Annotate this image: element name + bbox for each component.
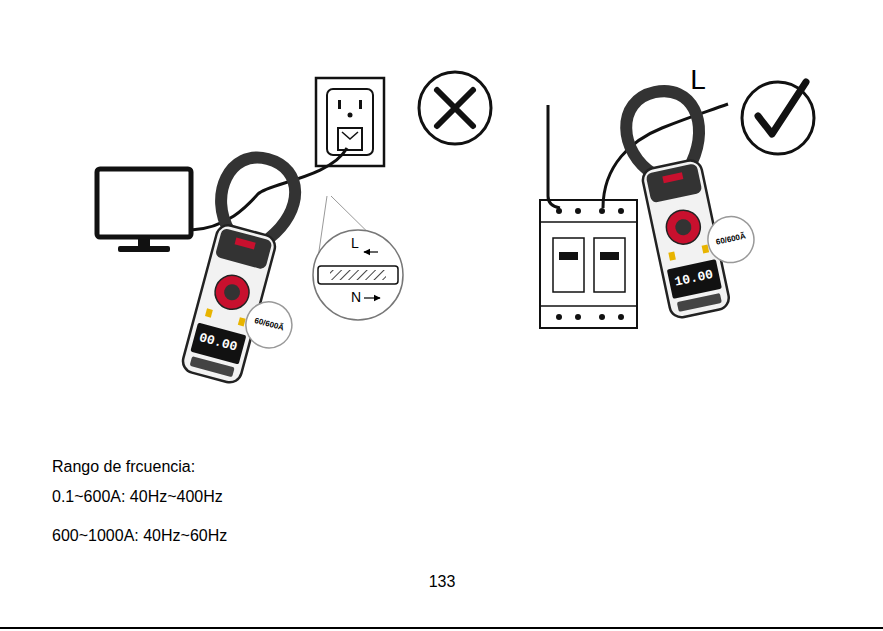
clamp-meter bbox=[174, 150, 332, 395]
rotary-knob bbox=[211, 271, 253, 313]
wire-label: L bbox=[350, 236, 360, 251]
knob-center bbox=[222, 282, 242, 302]
brand-plate bbox=[662, 172, 683, 183]
button bbox=[238, 317, 246, 326]
cable-inset bbox=[313, 230, 403, 320]
monitor bbox=[97, 169, 191, 252]
knob-callout bbox=[241, 297, 297, 353]
neutral-wire bbox=[548, 105, 560, 208]
button bbox=[668, 252, 676, 261]
wire-label: L bbox=[690, 65, 706, 96]
correct-mark bbox=[742, 82, 814, 154]
lcd-display bbox=[667, 259, 722, 299]
wrong-mark bbox=[419, 72, 491, 144]
knob-callout bbox=[704, 212, 759, 267]
page-rule bbox=[0, 627, 883, 629]
meter-head bbox=[215, 228, 273, 270]
terminal-strip bbox=[190, 356, 235, 377]
button bbox=[205, 308, 213, 317]
button bbox=[702, 245, 710, 254]
wire-label: N bbox=[350, 290, 362, 305]
rotary-knob bbox=[663, 207, 703, 247]
terminal-strip bbox=[677, 293, 722, 312]
clamp-meter bbox=[619, 78, 767, 321]
knob-center bbox=[674, 218, 693, 237]
note-text: Rango de frcuencia: bbox=[52, 458, 195, 476]
wall-outlet bbox=[316, 78, 384, 166]
note-text: 0.1~600A: 40Hz~400Hz bbox=[52, 488, 223, 506]
meter-head bbox=[645, 163, 702, 203]
note-text: 600~1000A: 40Hz~60Hz bbox=[52, 527, 227, 545]
circuit-breaker bbox=[540, 200, 637, 328]
brand-plate bbox=[235, 238, 256, 250]
page-number: 133 bbox=[429, 573, 456, 591]
